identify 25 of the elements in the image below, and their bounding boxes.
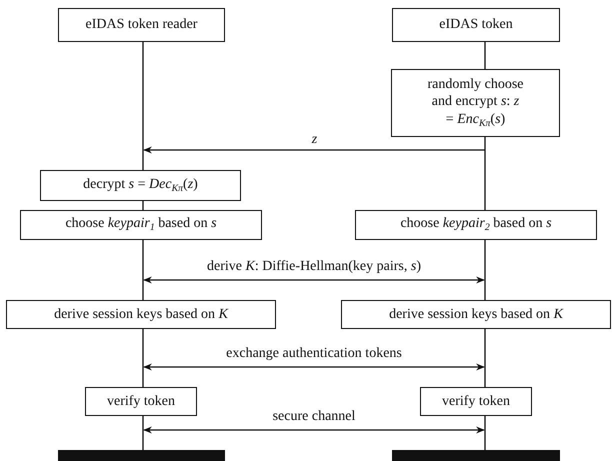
- lifeline: [142, 240, 144, 300]
- message-arrow: [143, 364, 485, 370]
- lifeline-end-bar: [392, 450, 560, 461]
- process-box: decrypt s = Dec$_{Kπ}$(z): [40, 170, 241, 201]
- process-box: choose keypair$_{1}$ based on s: [20, 210, 262, 240]
- message-arrow: [143, 146, 485, 154]
- process-box: randomly choose and encrypt s: z = Enc$_{Kπ}$(s): [391, 69, 560, 137]
- process-box: derive session keys based on K: [341, 300, 611, 329]
- process-box: derive session keys based on K: [6, 300, 276, 329]
- message-arrow: [143, 276, 485, 284]
- lifeline: [142, 42, 144, 170]
- participant-box: eIDAS token: [392, 8, 560, 42]
- lifeline-end-bar: [58, 450, 225, 461]
- process-box: verify token: [420, 387, 532, 416]
- lifeline: [484, 329, 486, 387]
- lifeline: [484, 42, 486, 69]
- lifeline: [484, 416, 486, 450]
- process-box: choose keypair$_{2}$ based on s: [355, 210, 597, 240]
- message-arrow: [143, 426, 485, 434]
- participant-box: eIDAS token reader: [58, 8, 225, 42]
- lifeline: [142, 329, 144, 387]
- lifeline: [142, 416, 144, 450]
- lifeline: [484, 240, 486, 300]
- lifeline: [484, 137, 486, 210]
- process-box: verify token: [85, 387, 197, 416]
